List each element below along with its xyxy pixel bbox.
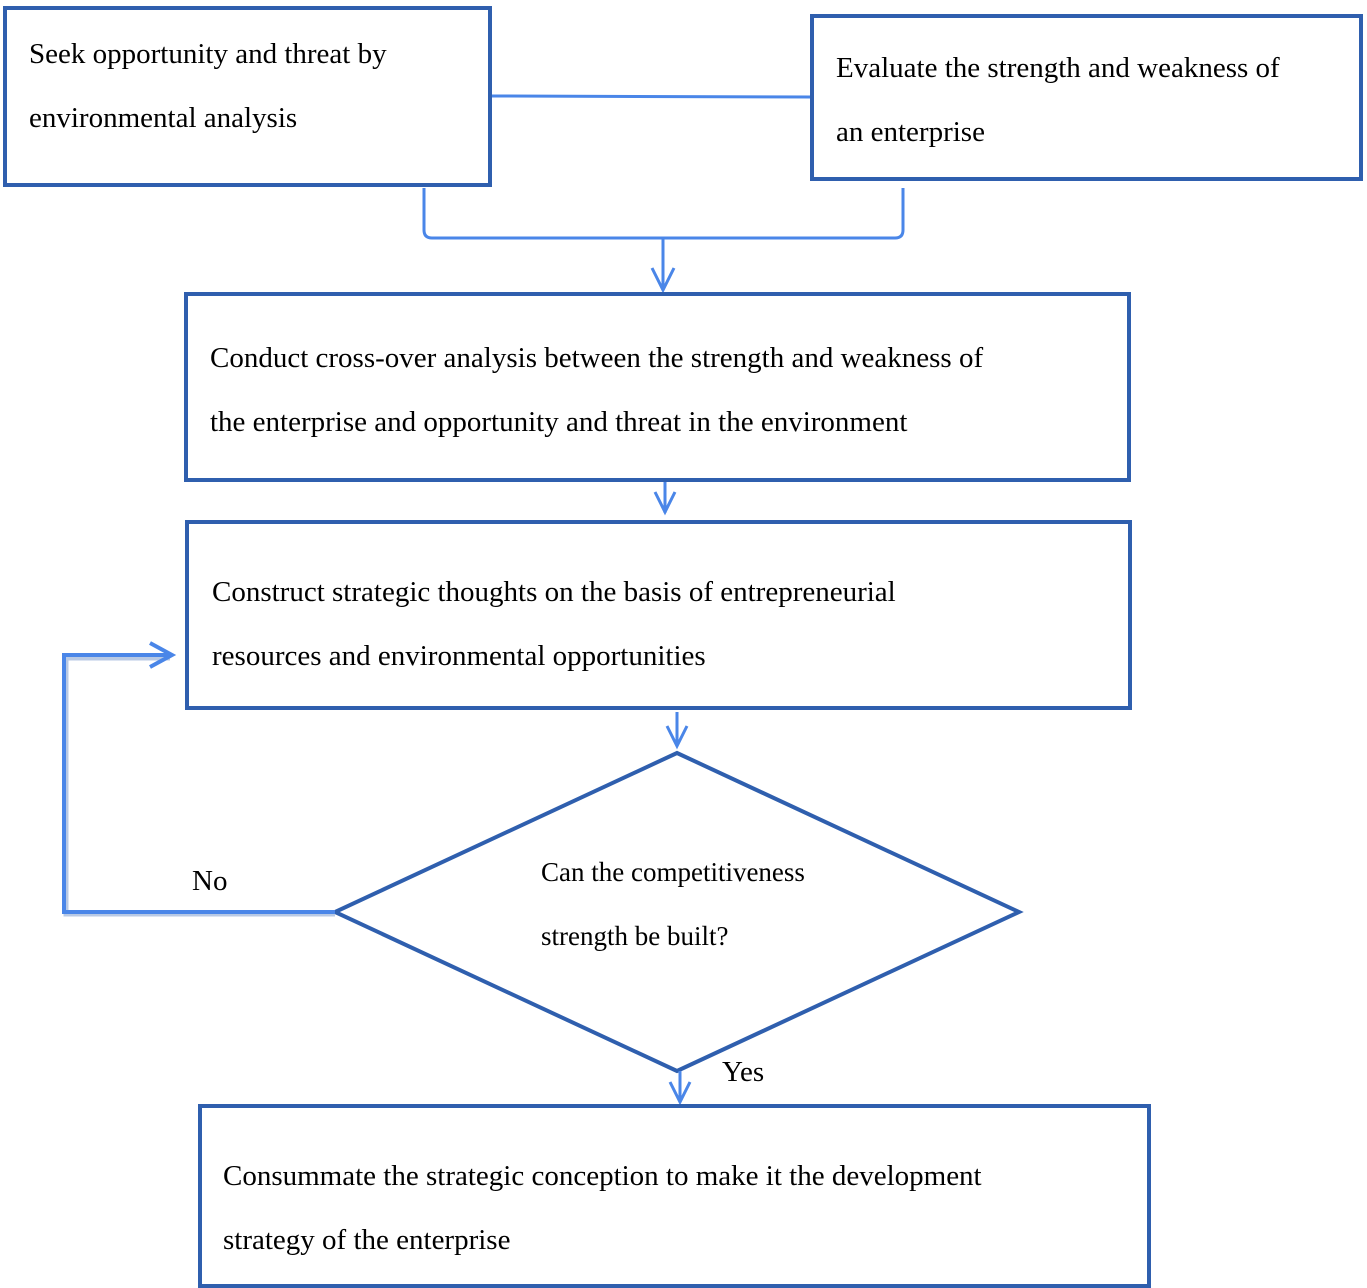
connector-seek-evaluate	[489, 94, 813, 99]
node-construct-line-2: resources and environmental opportunitie…	[212, 640, 706, 672]
connector-merge-bracket	[422, 188, 905, 240]
edge-label-yes: Yes	[722, 1056, 765, 1088]
node-seek-line-1: Seek opportunity and threat by	[29, 38, 387, 70]
node-crossover-analysis: Conduct cross-over analysis between the …	[184, 292, 1131, 482]
arrowhead-to-decision	[665, 725, 689, 750]
node-decision-line-1: Can the competitiveness	[541, 857, 805, 887]
node-consummate-line-2: strategy of the enterprise	[223, 1224, 511, 1256]
node-construct-line-1: Construct strategic thoughts on the basi…	[212, 576, 896, 608]
connector-no-loop	[62, 653, 335, 914]
node-consummate-conception: Consummate the strategic conception to m…	[198, 1104, 1151, 1288]
node-evaluate-strength: Evaluate the strength and weakness of an…	[810, 14, 1363, 181]
node-evaluate-line-1: Evaluate the strength and weakness of	[836, 52, 1280, 84]
node-seek-line-2: environmental analysis	[29, 102, 298, 134]
arrowhead-to-consummate	[668, 1081, 692, 1106]
node-seek-opportunity: Seek opportunity and threat by environme…	[3, 6, 492, 187]
node-crossover-line-2: the enterprise and opportunity and threa…	[210, 406, 908, 438]
arrowhead-to-crossover	[650, 267, 676, 294]
node-evaluate-line-2: an enterprise	[836, 116, 985, 148]
node-consummate-line-1: Consummate the strategic conception to m…	[223, 1160, 982, 1192]
arrowhead-no-loop	[149, 641, 177, 669]
node-crossover-line-1: Conduct cross-over analysis between the …	[210, 342, 984, 374]
arrowhead-to-construct	[653, 491, 677, 516]
node-decision-line-2: strength be built?	[541, 921, 729, 951]
decision-diamond	[330, 750, 1024, 1074]
edge-label-no: No	[192, 865, 228, 897]
node-construct-strategy: Construct strategic thoughts on the basi…	[185, 520, 1132, 710]
node-decision-text: Can the competitiveness strength be buil…	[541, 840, 805, 968]
